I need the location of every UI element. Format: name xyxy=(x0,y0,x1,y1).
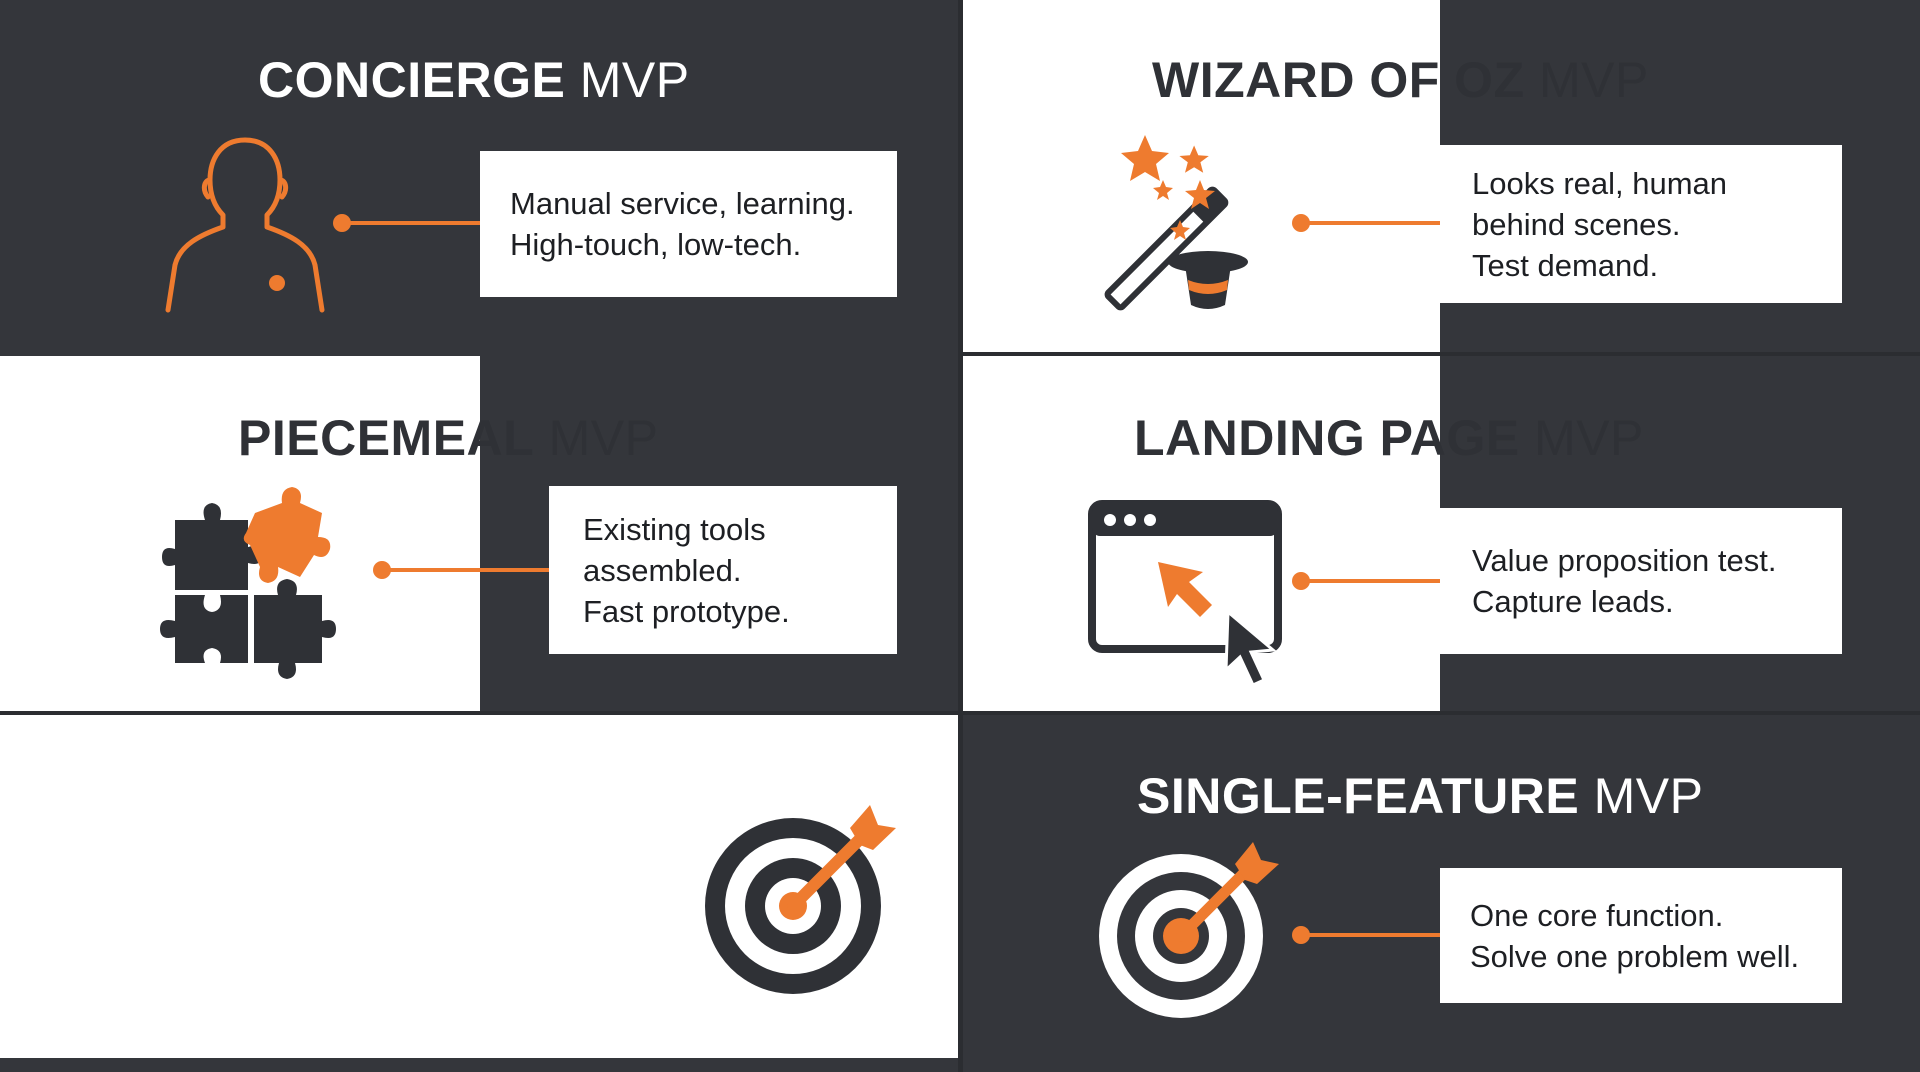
description-line: assembled. xyxy=(583,552,742,588)
description-line: Capture leads. xyxy=(1472,584,1674,619)
description-box-landing: Value proposition test. Capture leads. xyxy=(1440,508,1842,654)
connector-line-wizard xyxy=(1301,221,1440,225)
connector-line-landing xyxy=(1301,579,1440,583)
description-line: One core function. xyxy=(1470,897,1724,933)
description-box-single-feature: One core function. Solve one problem wel… xyxy=(1440,868,1842,1003)
description-line: Looks real, human xyxy=(1472,165,1728,201)
divider-top-right xyxy=(962,352,1920,356)
description-line: High-touch, low-tech. xyxy=(510,227,802,262)
description-box-piecemeal: Existing tools assembled. Fast prototype… xyxy=(549,486,897,654)
magic-wand-hat-icon xyxy=(1104,135,1248,311)
card-title-wizard-of-oz: WIZARD OF OZ MVP xyxy=(1152,52,1649,108)
card-title-piecemeal: PIECEMEAL MVP xyxy=(238,410,659,466)
card-title-concierge: CONCIERGE MVP xyxy=(258,52,690,108)
description-line: behind scenes. xyxy=(1472,206,1681,242)
description-line: Solve one problem well. xyxy=(1470,938,1800,974)
description-line: Value proposition test. xyxy=(1472,543,1777,578)
description-line: Manual service, learning. xyxy=(510,186,855,221)
description-line: Test demand. xyxy=(1472,247,1659,283)
description-line: Fast prototype. xyxy=(583,593,790,629)
description-box-concierge: Manual service, learning. High-touch, lo… xyxy=(480,151,897,297)
person-outline-icon xyxy=(165,137,325,313)
puzzle-pieces-icon xyxy=(160,487,336,679)
description-box-wizard: Looks real, human behind scenes. Test de… xyxy=(1440,145,1842,303)
description-line: Existing tools xyxy=(583,511,766,547)
browser-cursor-icon xyxy=(1088,500,1282,687)
target-arrow-icon xyxy=(1099,842,1279,1018)
card-title-landing-page: LANDING PAGE MVP xyxy=(1134,410,1644,466)
connector-line-single-feature xyxy=(1301,933,1440,937)
connector-line-piecemeal xyxy=(382,568,550,572)
connector-line-concierge xyxy=(342,221,480,225)
target-arrow-icon xyxy=(705,805,896,994)
card-title-single-feature: SINGLE-FEATURE MVP xyxy=(1137,768,1704,824)
vertical-divider xyxy=(958,0,963,1072)
